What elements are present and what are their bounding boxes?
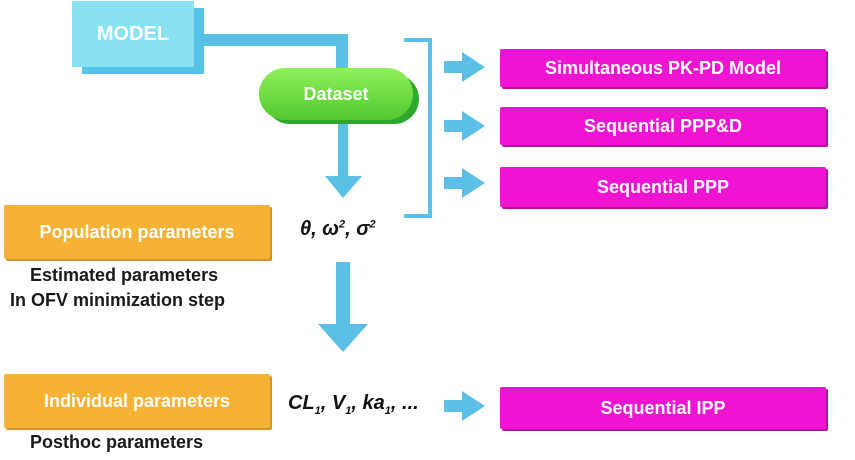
- output-box-sequential-pppd: Sequential PPP&D: [500, 107, 826, 145]
- dataset-label: Dataset: [303, 83, 369, 104]
- arrow-down-population-head: [318, 324, 368, 352]
- output-box-simultaneous-pkpd: Simultaneous PK-PD Model: [500, 49, 826, 87]
- population-parameters-label: Population parameters: [39, 221, 235, 242]
- symbol-separator: ,: [390, 392, 403, 414]
- symbol-separator: ,: [345, 218, 357, 240]
- omega-exponent: 2: [338, 218, 346, 231]
- sigma-exponent: 2: [369, 218, 376, 231]
- model-to-dataset-connector-horizontal: [194, 34, 348, 46]
- arrow-right-2-shaft: [444, 120, 464, 132]
- individual-symbols: CL1, V1, ka1, ...: [288, 392, 419, 417]
- arrow-right-3-shaft: [444, 177, 464, 189]
- dataset-pill: Dataset: [259, 68, 413, 120]
- cl-subscript: 1: [314, 405, 321, 417]
- arrow-right-4-shaft: [444, 400, 464, 412]
- sigma-symbol: σ: [356, 218, 370, 240]
- output-label: Sequential IPP: [600, 397, 726, 418]
- omega-symbol: ω: [322, 218, 339, 240]
- model-label: MODEL: [96, 22, 170, 45]
- arrow-right-2-head: [462, 111, 485, 141]
- model-box: MODEL: [72, 1, 194, 67]
- ka-symbol: ka: [362, 392, 385, 414]
- arrow-right-1-shaft: [444, 61, 464, 73]
- population-caption-line2: In OFV minimization step: [10, 290, 226, 310]
- population-symbols: θ, ω2, σ2: [300, 218, 376, 241]
- arrow-right-3-head: [462, 168, 485, 198]
- arrow-right-4-head: [462, 391, 485, 421]
- arrow-down-population-shaft: [336, 262, 350, 326]
- output-label: Sequential PPP&D: [583, 115, 743, 136]
- output-box-sequential-ipp: Sequential IPP: [500, 387, 826, 429]
- output-box-sequential-ppp: Sequential PPP: [500, 167, 826, 207]
- population-parameters-box: Population parameters: [4, 205, 270, 259]
- ka-subscript: 1: [384, 405, 391, 417]
- individual-parameters-box: Individual parameters: [4, 374, 270, 428]
- theta-symbol: θ,: [300, 218, 323, 240]
- v-symbol: V: [331, 392, 346, 414]
- individual-caption: Posthoc parameters: [30, 432, 204, 452]
- symbol-separator: ,: [351, 392, 363, 414]
- cl-symbol: CL: [288, 392, 315, 414]
- symbol-separator: ,: [320, 392, 332, 414]
- output-label: Simultaneous PK-PD Model: [544, 57, 782, 78]
- ellipsis: ...: [402, 392, 419, 414]
- individual-parameters-label: Individual parameters: [43, 390, 231, 411]
- output-bracket: [404, 38, 432, 218]
- v-subscript: 1: [345, 405, 352, 417]
- population-caption-line1: Estimated parameters: [30, 265, 219, 285]
- output-label: Sequential PPP: [596, 176, 730, 197]
- arrow-down-dataset: [325, 176, 362, 198]
- arrow-right-1-head: [462, 52, 485, 82]
- model-to-dataset-connector-vertical: [336, 34, 348, 74]
- dataset-to-theta-connector: [338, 118, 348, 178]
